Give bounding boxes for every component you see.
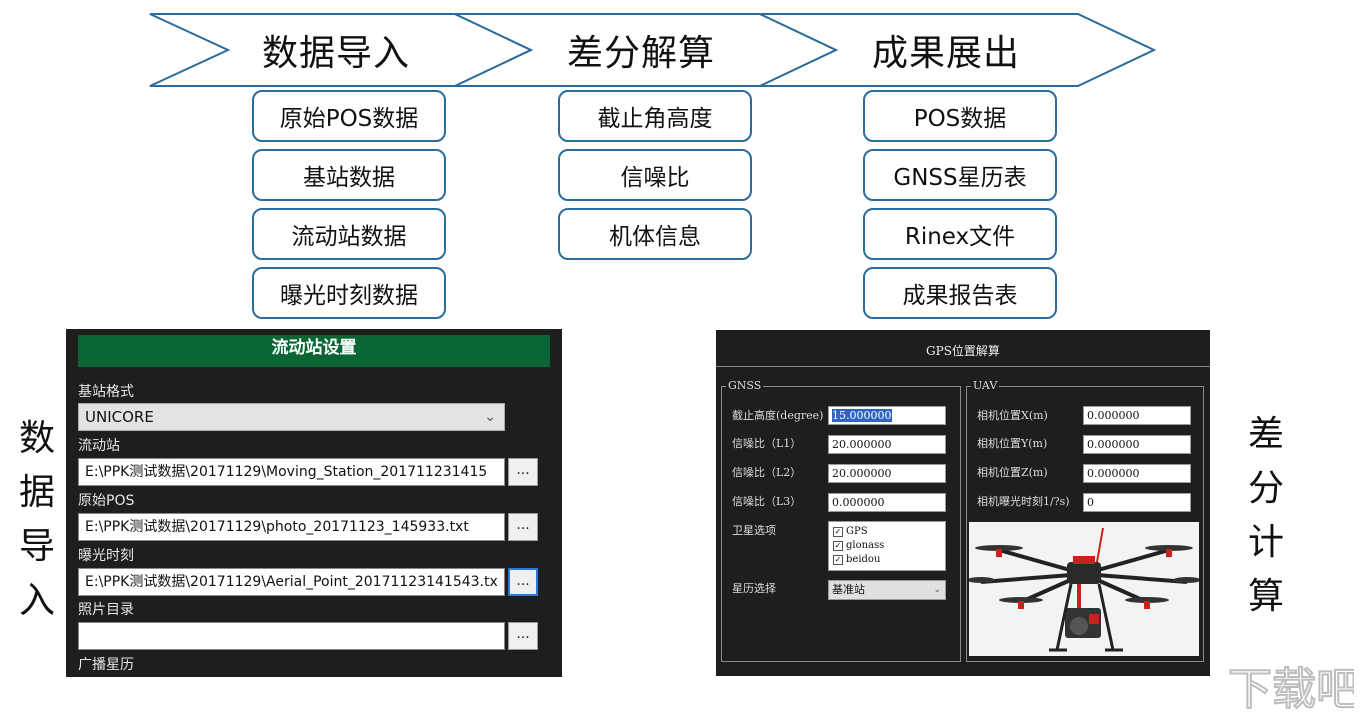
option-label: GPS xyxy=(846,526,868,537)
divider xyxy=(716,366,1210,367)
exposure-browse-button[interactable]: ... xyxy=(508,568,538,596)
camera-z-input[interactable]: 0.000000 xyxy=(1083,464,1191,483)
step-label-import: 数据导入 xyxy=(262,33,411,74)
raw-pos-input[interactable]: E:\PPK测试数据\20171129\photo_20171123_14593… xyxy=(78,513,505,541)
snr2-input[interactable]: 20.000000 xyxy=(828,464,946,483)
photo-dir-label: 照片目录 xyxy=(78,602,134,618)
raw-pos-browse-button[interactable]: ... xyxy=(508,513,538,541)
exposure-label: 曝光时刻 xyxy=(78,548,134,564)
drone-icon xyxy=(967,527,1201,652)
ephemeris-select-value: 基准站 xyxy=(832,583,865,596)
camera-x-input[interactable]: 0.000000 xyxy=(1083,406,1191,425)
side-char: 数 xyxy=(18,418,55,459)
checkbox-icon: ✓ xyxy=(833,540,843,551)
side-label-import: 数 据 导 入 xyxy=(15,412,59,628)
box-raw-pos: 原始POS数据 xyxy=(252,90,446,142)
ephemeris-select-label: 星历选择 xyxy=(732,582,776,595)
snr3-input[interactable]: 0.000000 xyxy=(828,493,946,512)
process-banner xyxy=(149,13,1157,87)
watermark-icon: 下载吧 xyxy=(1227,664,1360,715)
snr2-label: 信噪比（L2） xyxy=(732,466,802,479)
side-char: 导 xyxy=(18,526,55,567)
box-report-table: 成果报告表 xyxy=(863,267,1057,319)
box-base-data: 基站数据 xyxy=(252,149,446,201)
gnss-group xyxy=(721,386,961,662)
panel-title: GPS位置解算 xyxy=(926,344,1000,358)
rover-label: 流动站 xyxy=(78,438,120,454)
step-label-output: 成果展出 xyxy=(872,33,1021,74)
side-char: 据 xyxy=(18,472,55,513)
box-gnss-ephemeris: GNSS星历表 xyxy=(863,149,1057,201)
camera-z-label: 相机位置Z(m) xyxy=(977,466,1048,479)
satellite-options-list: ✓GPS ✓glonass ✓beidou xyxy=(828,521,946,571)
cutoff-label: 截止高度(degree) xyxy=(732,409,824,422)
rover-path-input[interactable]: E:\PPK测试数据\20171129\Moving_Station_20171… xyxy=(78,458,505,486)
box-cutoff-angle: 截止角高度 xyxy=(558,90,752,142)
exposure-input[interactable]: E:\PPK测试数据\20171129\Aerial_Point_2017112… xyxy=(78,568,505,596)
side-char: 入 xyxy=(18,580,55,621)
snr1-input[interactable]: 20.000000 xyxy=(828,435,946,454)
box-rinex-file: Rinex文件 xyxy=(863,208,1057,260)
side-char: 差 xyxy=(1247,414,1284,455)
base-format-select[interactable]: UNICORE ⌄ xyxy=(78,403,505,431)
photo-dir-input[interactable] xyxy=(78,622,505,650)
option-label: glonass xyxy=(846,540,885,551)
watermark: 下载吧 xyxy=(1224,660,1360,718)
cutoff-input[interactable]: 15.000000 xyxy=(828,406,946,425)
gps-solve-panel: GPS位置解算 GNSS 截止高度(degree) 15.000000 信噪比（… xyxy=(716,330,1210,676)
camera-y-label: 相机位置Y(m) xyxy=(977,437,1048,450)
rover-browse-button[interactable]: ... xyxy=(508,458,538,486)
uav-group-title: UAV xyxy=(971,379,1000,392)
base-format-label: 基站格式 xyxy=(78,384,134,400)
chevron-down-icon: ⌄ xyxy=(933,585,941,595)
chevron-down-icon: ⌄ xyxy=(484,409,496,425)
box-rover-data: 流动站数据 xyxy=(252,208,446,260)
box-snr: 信噪比 xyxy=(558,149,752,201)
step-label-solve: 差分解算 xyxy=(567,33,716,74)
side-char: 分 xyxy=(1247,468,1284,509)
side-label-compute: 差 分 计 算 xyxy=(1244,408,1288,624)
camera-x-label: 相机位置X(m) xyxy=(977,409,1048,422)
snr1-label: 信噪比（L1） xyxy=(732,437,802,450)
box-airframe-info: 机体信息 xyxy=(558,208,752,260)
box-pos-data: POS数据 xyxy=(863,90,1057,142)
camera-exposure-label: 相机曝光时刻1/?s) xyxy=(977,495,1070,508)
snr3-label: 信噪比（L3） xyxy=(732,495,802,508)
box-exposure-data: 曝光时刻数据 xyxy=(252,267,446,319)
base-format-value: UNICORE xyxy=(85,408,154,426)
photo-dir-browse-button[interactable]: ... xyxy=(508,622,538,650)
gnss-group-title: GNSS xyxy=(726,379,764,392)
panel-title: 流动站设置 xyxy=(78,335,550,367)
gps-checkbox[interactable]: ✓GPS xyxy=(833,526,868,537)
watermark-text: 下载吧 xyxy=(1228,665,1354,714)
chevron-step-3 xyxy=(759,13,1157,87)
rover-settings-panel: 流动站设置 基站格式 UNICORE ⌄ 流动站 E:\PPK测试数据\2017… xyxy=(66,329,562,677)
camera-y-input[interactable]: 0.000000 xyxy=(1083,435,1191,454)
raw-pos-label: 原始POS xyxy=(78,493,135,509)
satellite-options-label: 卫星选项 xyxy=(732,524,776,537)
uav-group xyxy=(966,386,1204,662)
beidou-checkbox[interactable]: ✓beidou xyxy=(833,554,880,565)
ephemeris-select[interactable]: 基准站 ⌄ xyxy=(828,580,946,600)
checkbox-icon: ✓ xyxy=(833,554,843,565)
drone-image xyxy=(967,522,1201,656)
option-label: beidou xyxy=(846,554,881,565)
cutoff-value: 15.000000 xyxy=(832,409,892,422)
camera-exposure-input[interactable]: 0 xyxy=(1083,493,1191,512)
glonass-checkbox[interactable]: ✓glonass xyxy=(833,540,884,551)
side-char: 计 xyxy=(1247,522,1284,563)
ephemeris-label: 广播星历 xyxy=(78,657,134,673)
side-char: 算 xyxy=(1247,576,1284,617)
checkbox-icon: ✓ xyxy=(833,526,843,537)
